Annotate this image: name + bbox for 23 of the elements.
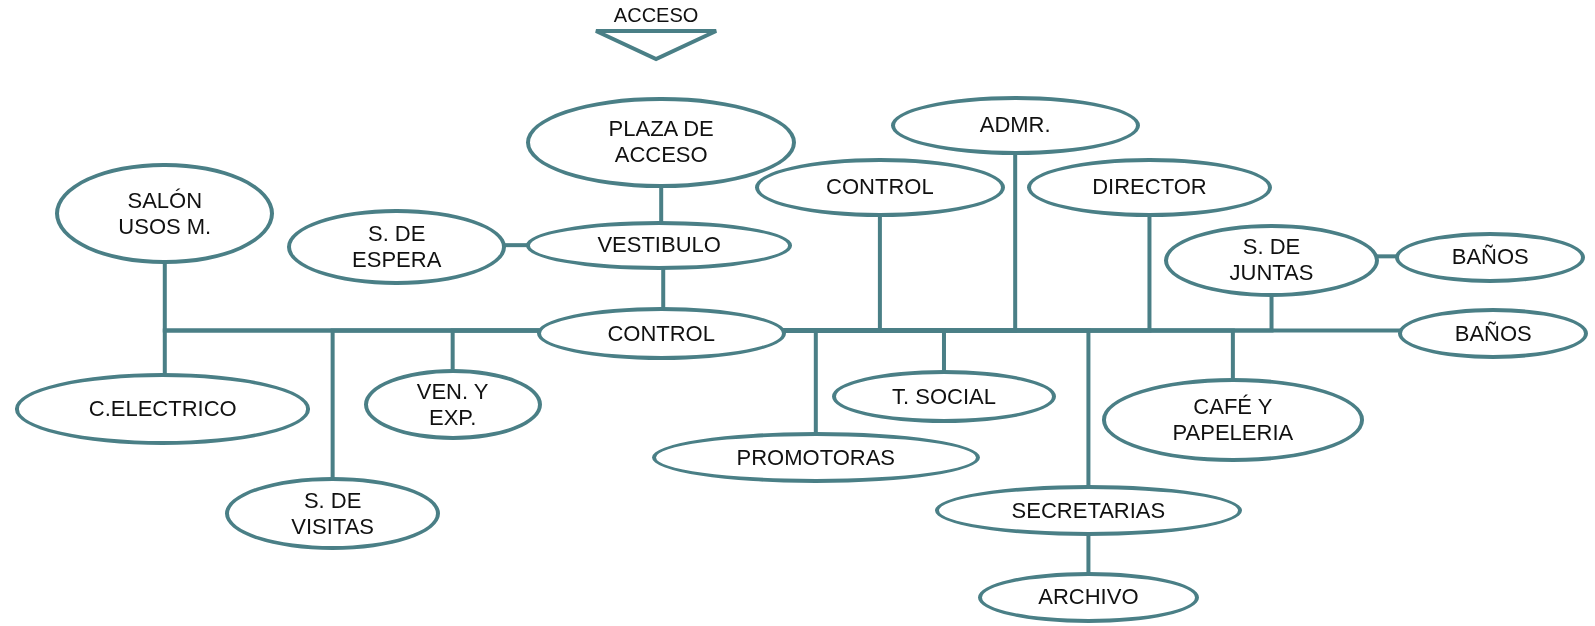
node-label: VEN. Y EXP. [415, 378, 490, 431]
node-label: VESTIBULO [597, 232, 721, 259]
node-label: S. DE VISITAS [290, 487, 375, 540]
node-label: SALÓN USOS M. [117, 187, 213, 240]
node-label: BAÑOS [1451, 244, 1529, 271]
connector-line [1086, 534, 1091, 574]
connector-line [661, 267, 666, 310]
node-label: C.ELECTRICO [88, 395, 237, 422]
node-label: ACCESO [613, 4, 699, 28]
node-label: DIRECTOR [1092, 174, 1207, 201]
node-label: ARCHIVO [1038, 584, 1139, 611]
node-label: T. SOCIAL [892, 383, 996, 410]
node-label: SECRETARIAS [1011, 497, 1166, 524]
node-label: PLAZA DE ACCESO [607, 116, 715, 169]
node-label: CONTROL [607, 320, 715, 347]
node-label: S. DE ESPERA [351, 221, 443, 274]
node-label: ADMR. [979, 112, 1051, 139]
node-label: S. DE JUNTAS [1228, 234, 1315, 287]
connector-line [659, 186, 664, 223]
node-label: BAÑOS [1454, 320, 1532, 347]
node-label: PROMOTORAS [736, 444, 896, 471]
node-label: CONTROL [826, 174, 934, 201]
node-label: CAFÉ Y PAPELERIA [1171, 394, 1295, 447]
